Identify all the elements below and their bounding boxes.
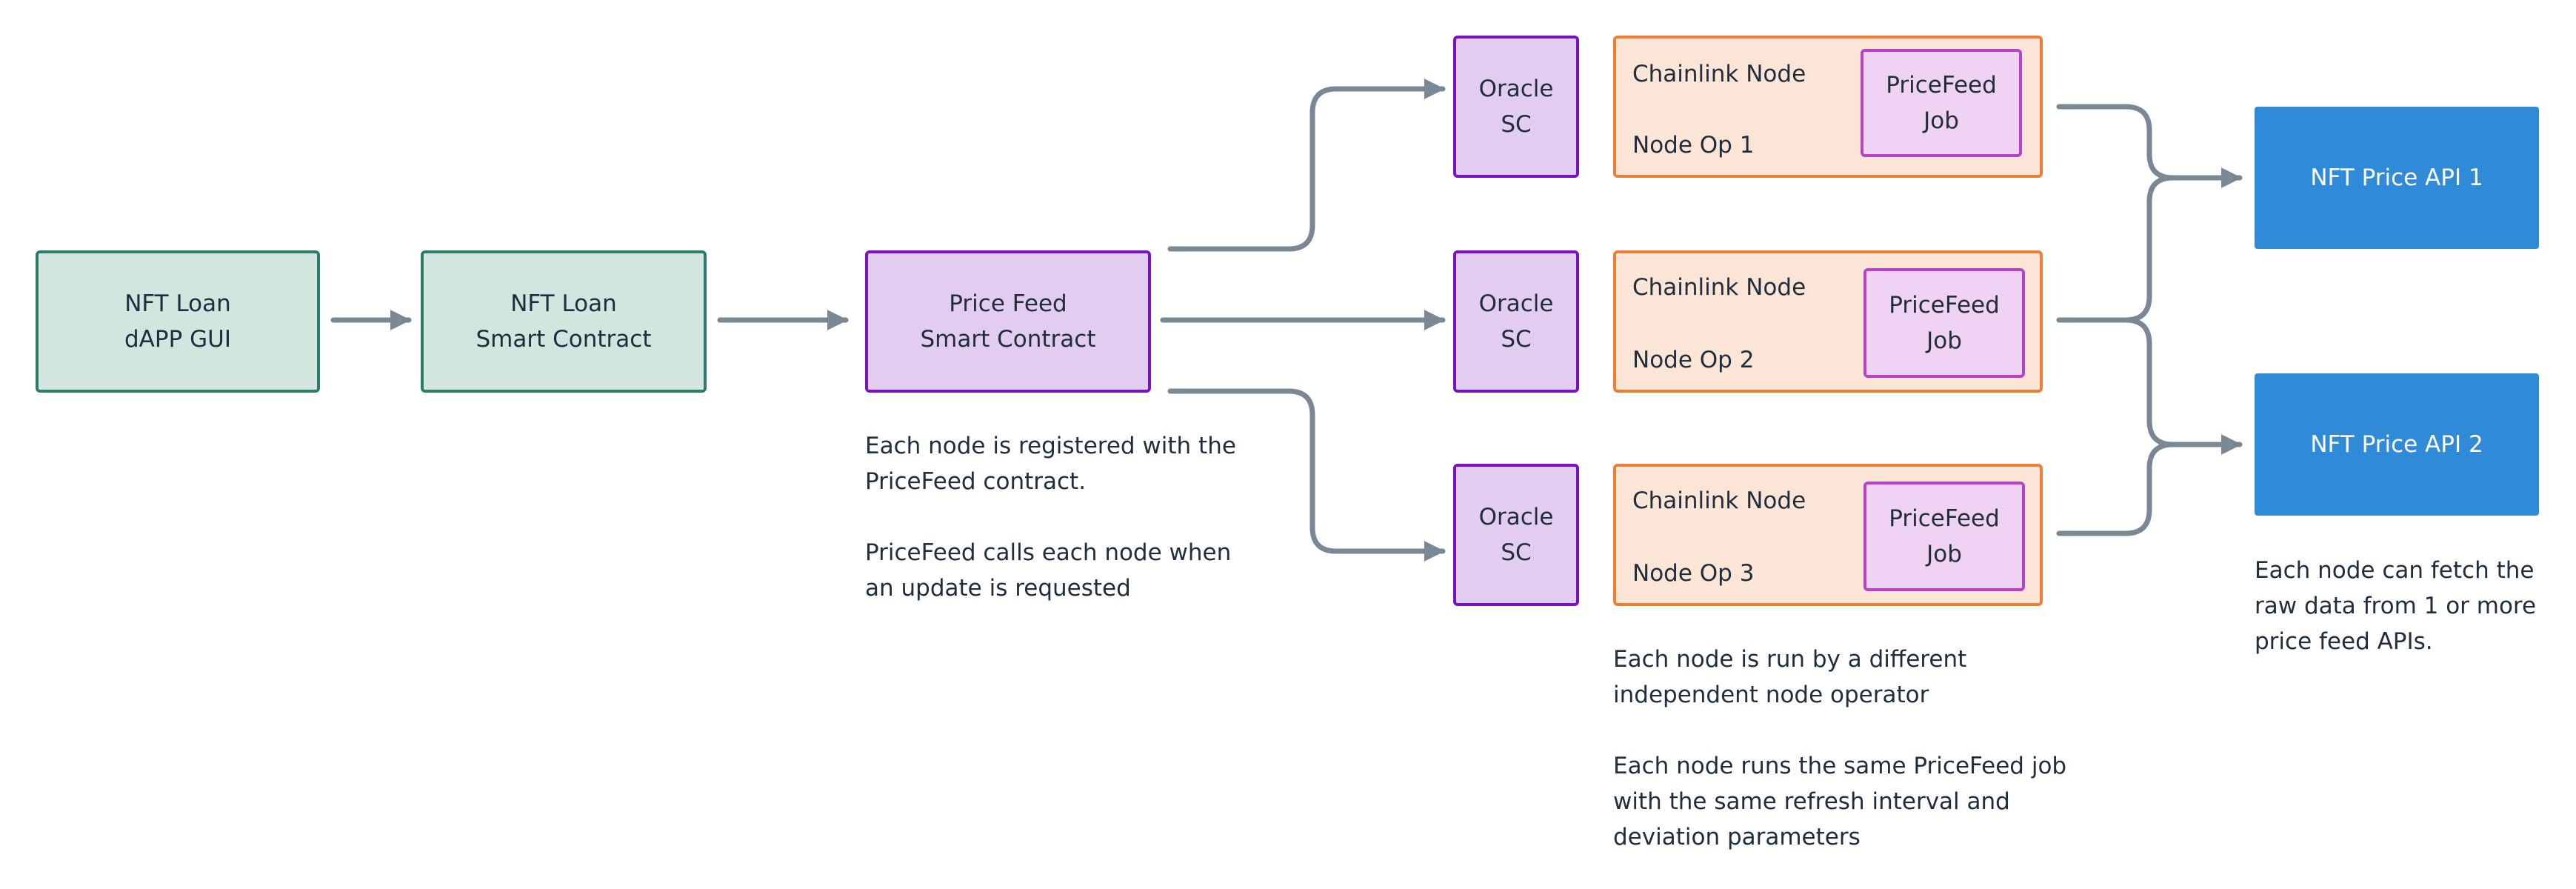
node-2-title: Chainlink Node <box>1632 274 1806 301</box>
api-2-label: NFT Price API 2 <box>2310 431 2483 458</box>
note-line: deviation parameters <box>1613 824 1861 850</box>
arrow-pricefeed-to-oracle-1 <box>1167 79 1446 252</box>
connector-node1-to-api1 <box>2056 104 2243 188</box>
pricefeed-job-2: PriceFeed Job <box>1863 268 2025 378</box>
oracle-sc-3: Oracle SC <box>1453 464 1579 606</box>
node-2-operator: Node Op 2 <box>1632 347 1755 373</box>
note-line: Each node can fetch the <box>2255 557 2535 584</box>
note-line: price feed APIs. <box>2255 628 2433 655</box>
arrow-pricefeed-to-oracle-3 <box>1167 388 1446 562</box>
node-1-operator: Node Op 1 <box>1632 132 1755 159</box>
note-line: Each node runs the same PriceFeed job <box>1613 753 2067 779</box>
oracle-sc-1: Oracle SC <box>1453 36 1579 178</box>
chainlink-node-2: Chainlink Node Node Op 2 PriceFeed Job <box>1613 250 2043 393</box>
oracle-sc-2: Oracle SC <box>1453 250 1579 393</box>
note-line <box>865 499 1236 535</box>
dapp-gui-line2: dAPP GUI <box>124 326 231 353</box>
job-2-line2: Job <box>1926 327 1962 354</box>
oracle-3-line1: Oracle <box>1478 504 1554 530</box>
price-feed-line1: Price Feed <box>949 290 1067 317</box>
nft-price-api-1: NFT Price API 1 <box>2255 107 2539 249</box>
pricefeed-job-3: PriceFeed Job <box>1863 482 2025 591</box>
note-line: PriceFeed calls each node when <box>865 539 1232 566</box>
chainlink-node-3: Chainlink Node Node Op 3 PriceFeed Job <box>1613 464 2043 606</box>
loan-contract-line2: Smart Contract <box>476 326 652 353</box>
job-1-line2: Job <box>1923 107 1959 134</box>
connector-node3-to-api2 <box>2056 442 2176 536</box>
node-1-title: Chainlink Node <box>1632 61 1806 87</box>
loan-contract-box: NFT Loan Smart Contract <box>421 250 707 393</box>
nodes-note: Each node is run by a different independ… <box>1613 642 2066 855</box>
note-line <box>1613 713 2066 748</box>
chainlink-node-1: Chainlink Node Node Op 1 PriceFeed Job <box>1613 36 2043 178</box>
apis-note: Each node can fetch the raw data from 1 … <box>2255 553 2536 659</box>
note-line: independent node operator <box>1613 682 1929 708</box>
job-1-line1: PriceFeed <box>1886 72 1997 99</box>
job-2-line1: PriceFeed <box>1889 292 2000 319</box>
oracle-2-line2: SC <box>1501 326 1532 353</box>
note-line: raw data from 1 or more <box>2255 593 2537 619</box>
oracle-1-line2: SC <box>1501 111 1532 138</box>
note-line: PriceFeed contract. <box>865 468 1087 495</box>
price-feed-line2: Smart Contract <box>920 326 1096 353</box>
note-line: an update is requested <box>865 575 1131 602</box>
oracle-3-line2: SC <box>1501 539 1532 566</box>
node-3-title: Chainlink Node <box>1632 487 1806 514</box>
note-line: with the same refresh interval and <box>1613 788 2010 815</box>
dapp-gui-line1: NFT Loan <box>124 290 231 317</box>
loan-contract-line1: NFT Loan <box>510 290 617 317</box>
note-line: Each node is registered with the <box>865 433 1236 459</box>
pricefeed-job-1: PriceFeed Job <box>1861 49 2022 157</box>
job-3-line2: Job <box>1926 541 1962 567</box>
oracle-1-line1: Oracle <box>1478 76 1554 102</box>
price-feed-note: Each node is registered with the PriceFe… <box>865 428 1236 606</box>
api-1-label: NFT Price API 1 <box>2310 164 2483 191</box>
job-3-line1: PriceFeed <box>1889 505 2000 532</box>
note-line: Each node is run by a different <box>1613 646 1967 673</box>
price-feed-contract-box: Price Feed Smart Contract <box>865 250 1151 393</box>
connector-node2-to-apis <box>2056 175 2240 444</box>
dapp-gui-box: NFT Loan dAPP GUI <box>36 250 320 393</box>
node-3-operator: Node Op 3 <box>1632 560 1755 587</box>
oracle-2-line1: Oracle <box>1478 290 1554 317</box>
nft-price-api-2: NFT Price API 2 <box>2255 373 2539 516</box>
